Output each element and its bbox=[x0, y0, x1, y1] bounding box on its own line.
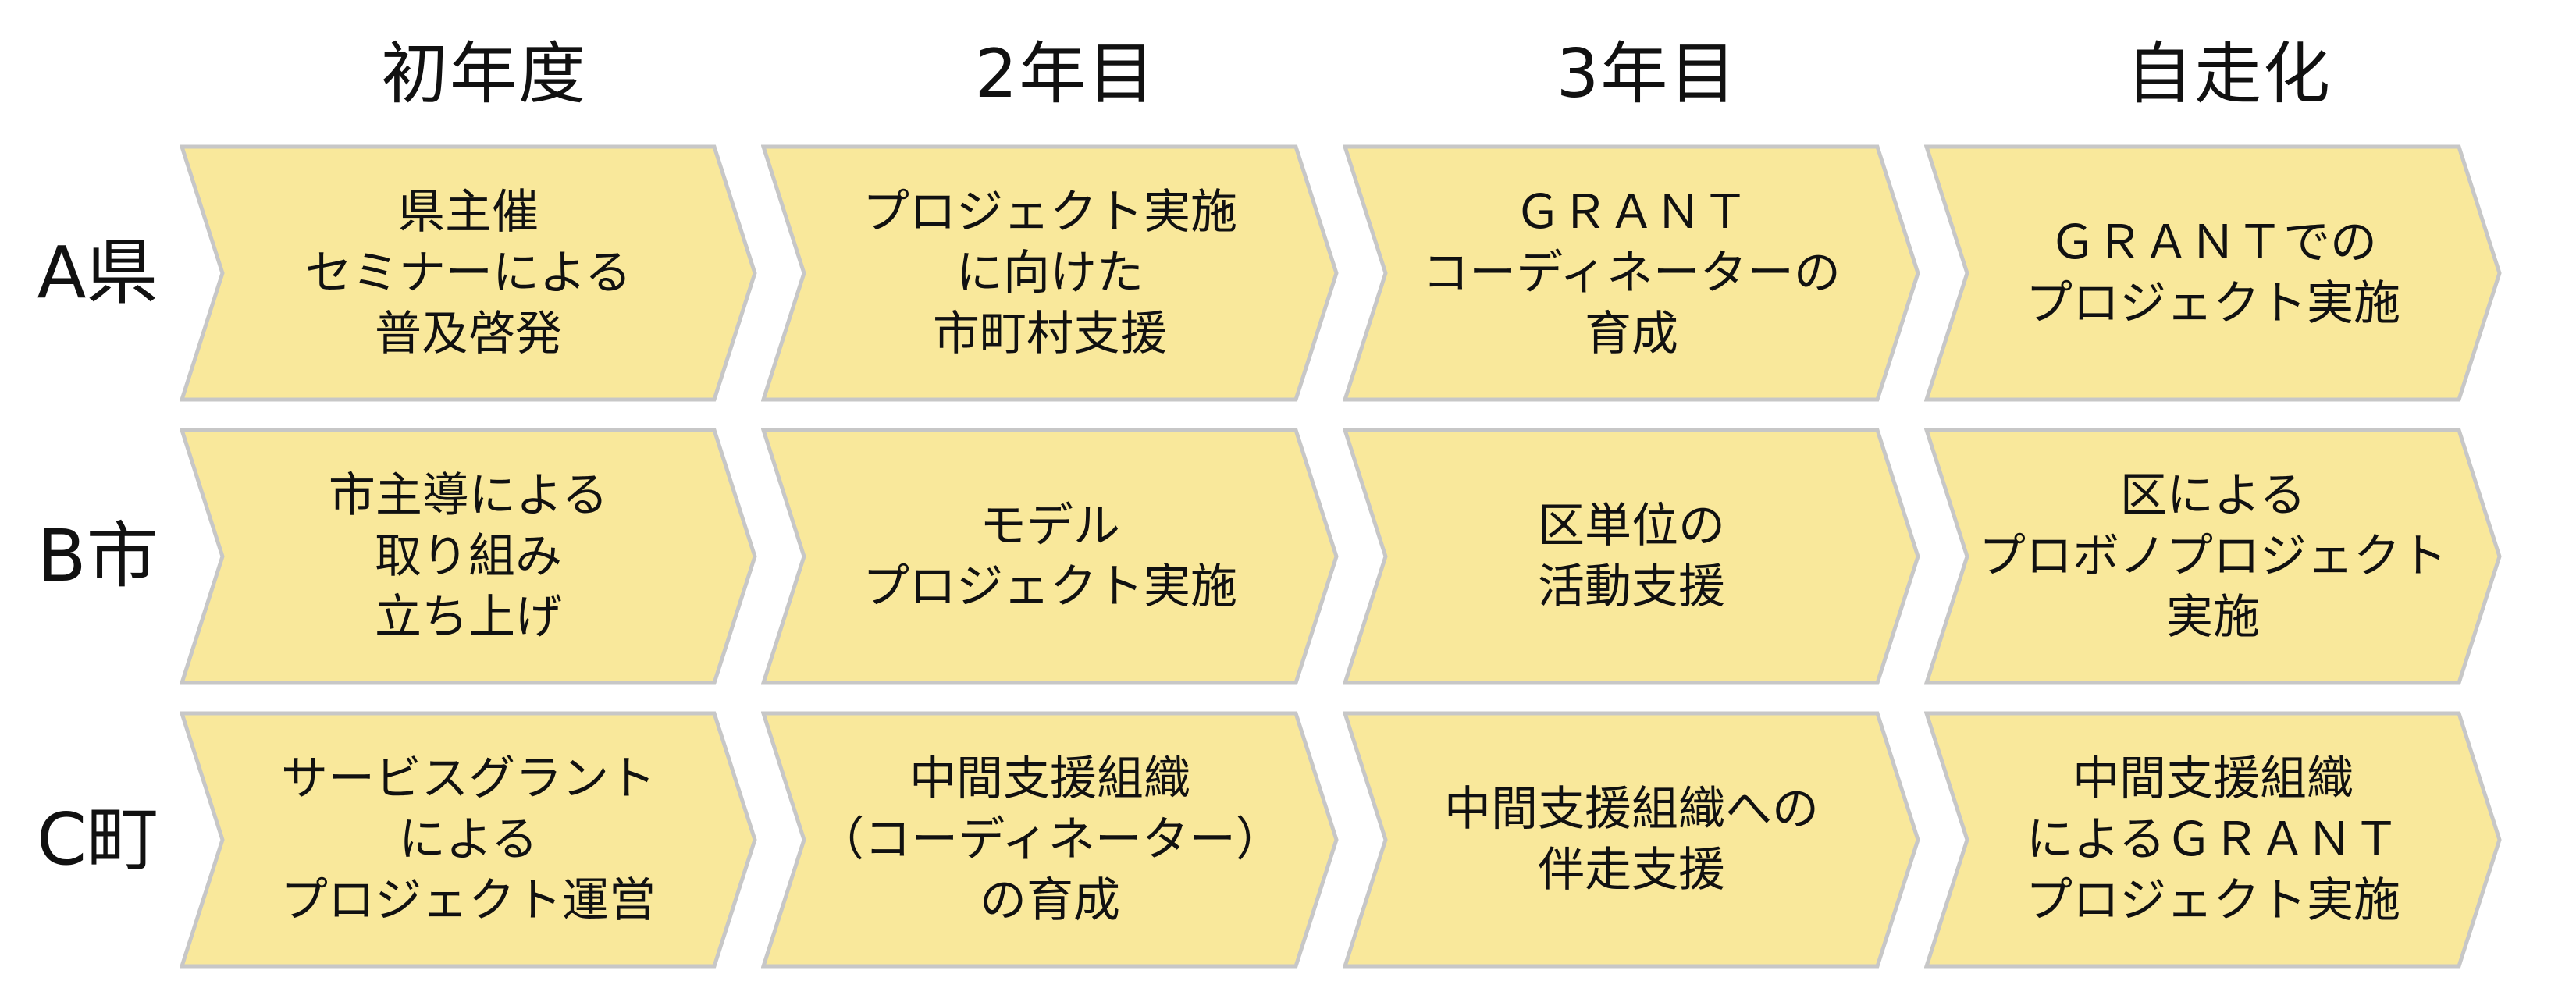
chevron-shape bbox=[761, 428, 1339, 685]
chevron-step: 県主催セミナーによる普及啓発 bbox=[180, 144, 757, 402]
chevron-text-line: 立ち上げ bbox=[375, 590, 562, 645]
chevron-text: モデルプロジェクト実施 bbox=[800, 428, 1300, 685]
chevron-polygon bbox=[1343, 428, 1920, 685]
chevron-shape bbox=[1343, 144, 1920, 402]
chevron-text-line: によるＧＲＡＮＴ bbox=[2026, 812, 2400, 867]
chevron-text: ＧＲＡＮＴ コーディネーターの育成 bbox=[1382, 144, 1881, 402]
chevron-shape bbox=[761, 144, 1339, 402]
chevron-step: 区単位の活動支援 bbox=[1343, 428, 1920, 685]
chevron-text-line: に向けた bbox=[956, 246, 1144, 300]
chevron-text-line: 育成 bbox=[1585, 307, 1678, 361]
chevron-shape bbox=[1343, 428, 1920, 685]
row-label-c-town: C町 bbox=[36, 798, 159, 881]
chevron-polygon bbox=[180, 428, 757, 685]
chevron-text-line: 区による bbox=[2119, 468, 2307, 523]
chevron-text-line: サービスグラント bbox=[281, 752, 656, 806]
chevron-text-line: プロボノプロジェクト bbox=[1979, 529, 2447, 584]
chevron-text-line: プロジェクト運営 bbox=[281, 873, 656, 928]
chevron-step: プロジェクト実施に向けた市町村支援 bbox=[761, 144, 1339, 402]
chevron-polygon bbox=[180, 144, 757, 402]
column-header-year2: 2年目 bbox=[974, 35, 1157, 113]
chevron-text-line: 区単位の bbox=[1538, 499, 1725, 553]
chevron-text-line: 市主導による bbox=[328, 468, 609, 523]
column-header-self-running: 自走化 bbox=[2126, 35, 2332, 113]
chevron-text: プロジェクト実施に向けた市町村支援 bbox=[800, 144, 1300, 402]
chevron-polygon bbox=[1924, 711, 2502, 969]
chevron-text-line: 中間支援組織への bbox=[1444, 782, 1819, 837]
chevron-shape bbox=[180, 711, 757, 969]
chevron-step: 中間支援組織によるＧＲＡＮＴ プロジェクト実施 bbox=[1924, 711, 2502, 969]
chevron-step: ＧＲＡＮＴでのプロジェクト実施 bbox=[1924, 144, 2502, 402]
chevron-text-line: ＧＲＡＮＴでの bbox=[2049, 215, 2377, 270]
chevron-step: 区によるプロボノプロジェクト実施 bbox=[1924, 428, 2502, 685]
chevron-text: 県主催セミナーによる普及啓発 bbox=[219, 144, 718, 402]
chevron-shape bbox=[761, 711, 1339, 969]
chevron-text: 中間支援組織 （コーディネーター） の育成 bbox=[800, 711, 1300, 969]
chevron-polygon bbox=[761, 428, 1339, 685]
chevron-text-line: の育成 bbox=[980, 873, 1120, 928]
chevron-polygon bbox=[1924, 428, 2502, 685]
row-label-a-prefecture: A県 bbox=[37, 231, 158, 315]
chevron-step: 中間支援組織への伴走支援 bbox=[1343, 711, 1920, 969]
chevron-text-line: プロジェクト実施 bbox=[863, 185, 1237, 240]
chevron-text-line: プロジェクト実施 bbox=[2026, 276, 2400, 331]
chevron-polygon bbox=[1343, 144, 1920, 402]
chevron-step: モデルプロジェクト実施 bbox=[761, 428, 1339, 685]
chevron-text: 中間支援組織によるＧＲＡＮＴ プロジェクト実施 bbox=[1963, 711, 2463, 969]
chevron-text-line: ＧＲＡＮＴ bbox=[1514, 185, 1749, 240]
chevron-shape bbox=[180, 428, 757, 685]
chevron-polygon bbox=[180, 711, 757, 969]
chevron-step: サービスグラントによるプロジェクト運営 bbox=[180, 711, 757, 969]
chevron-text: 中間支援組織への伴走支援 bbox=[1382, 711, 1881, 969]
chevron-text-line: 市町村支援 bbox=[933, 307, 1167, 361]
chevron-text-line: 中間支援組織 bbox=[909, 752, 1190, 806]
column-header-year1: 初年度 bbox=[381, 35, 587, 113]
chevron-polygon bbox=[1924, 144, 2502, 402]
chevron-text-line: コーディネーターの bbox=[1422, 246, 1841, 300]
column-header-year3: 3年目 bbox=[1556, 35, 1738, 113]
chevron-shape bbox=[1924, 144, 2502, 402]
chevron-step: ＧＲＡＮＴ コーディネーターの育成 bbox=[1343, 144, 1920, 402]
chevron-text: サービスグラントによるプロジェクト運営 bbox=[219, 711, 718, 969]
chevron-step: 市主導による取り組み立ち上げ bbox=[180, 428, 757, 685]
chevron-polygon bbox=[761, 711, 1339, 969]
chevron-text-line: 伴走支援 bbox=[1538, 843, 1725, 898]
chevron-text-line: 普及啓発 bbox=[375, 307, 562, 361]
chevron-shape bbox=[1924, 711, 2502, 969]
chevron-text-line: 県主催 bbox=[398, 185, 539, 240]
chevron-text: 区単位の活動支援 bbox=[1382, 428, 1881, 685]
chevron-polygon bbox=[1343, 711, 1920, 969]
chevron-shape bbox=[1924, 428, 2502, 685]
chevron-text-line: 活動支援 bbox=[1538, 560, 1725, 614]
chevron-text: 区によるプロボノプロジェクト実施 bbox=[1963, 428, 2463, 685]
chevron-shape bbox=[1343, 711, 1920, 969]
chevron-text-line: （コーディネーター） bbox=[817, 812, 1283, 867]
chevron-text-line: 取り組み bbox=[375, 529, 562, 584]
chevron-text-line: プロジェクト実施 bbox=[2026, 873, 2400, 928]
chevron-shape bbox=[180, 144, 757, 402]
chevron-polygon bbox=[761, 144, 1339, 402]
chevron-text-line: 実施 bbox=[2166, 590, 2260, 645]
chevron-text-line: による bbox=[398, 812, 539, 867]
chevron-text: ＧＲＡＮＴでのプロジェクト実施 bbox=[1963, 144, 2463, 402]
row-label-b-city: B市 bbox=[37, 514, 158, 598]
chevron-step: 中間支援組織 （コーディネーター） の育成 bbox=[761, 711, 1339, 969]
chevron-text-line: 中間支援組織 bbox=[2073, 752, 2354, 806]
chevron-text: 市主導による取り組み立ち上げ bbox=[219, 428, 718, 685]
chevron-text-line: セミナーによる bbox=[304, 246, 632, 300]
chevron-text-line: プロジェクト実施 bbox=[863, 560, 1237, 614]
chevron-text-line: モデル bbox=[980, 499, 1120, 553]
